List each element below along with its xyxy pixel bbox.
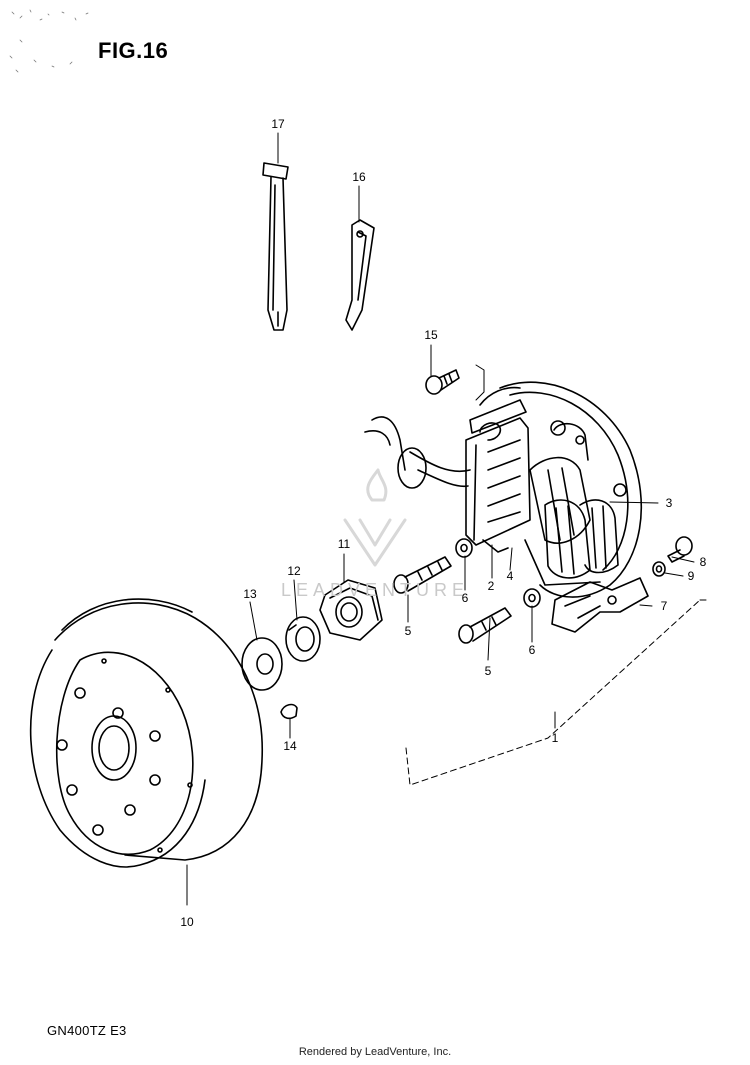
part-5-bolt-upper xyxy=(393,556,452,594)
callout-14: 14 xyxy=(283,739,297,753)
callout-16: 16 xyxy=(352,170,366,184)
part-9-washer xyxy=(652,561,666,577)
callout-3: 3 xyxy=(666,496,673,510)
part-17-wire-strap xyxy=(262,162,289,331)
callout-1: 1 xyxy=(552,731,559,745)
part-16-clamp xyxy=(345,219,375,331)
callout-13: 13 xyxy=(243,587,257,601)
callout-11: 11 xyxy=(338,537,351,551)
part-10-rotor xyxy=(29,598,264,868)
callout-5-upper: 5 xyxy=(405,624,412,638)
part-11-nut xyxy=(319,579,383,641)
footer-credit: Rendered by LeadVenture, Inc. xyxy=(298,1046,452,1058)
callout-15: 15 xyxy=(424,328,438,342)
watermark-logo xyxy=(343,468,407,567)
callout-12: 12 xyxy=(287,564,301,578)
part-13-washer xyxy=(241,637,283,691)
part-6-washer-upper xyxy=(455,538,473,558)
part-7-lead-clamp xyxy=(551,577,649,633)
leader-lines xyxy=(186,132,707,906)
callout-9: 9 xyxy=(688,569,695,583)
part-5-bolt-lower xyxy=(458,607,512,644)
callout-2: 2 xyxy=(488,579,495,593)
callout-10: 10 xyxy=(180,915,194,929)
figure-title: FIG.16 xyxy=(98,38,169,63)
callout-7: 7 xyxy=(661,599,668,613)
part-14-key xyxy=(280,703,298,720)
callout-4: 4 xyxy=(507,569,514,583)
callout-17: 17 xyxy=(271,117,285,131)
part-8-screw xyxy=(667,536,693,563)
callout-6-lower: 6 xyxy=(529,643,536,657)
watermark-text: LEADVENTURE xyxy=(281,580,469,600)
part-6-washer-lower xyxy=(523,588,541,608)
part-12-spring-washer xyxy=(285,616,321,662)
callout-5-lower: 5 xyxy=(485,664,492,678)
callout-8: 8 xyxy=(700,555,707,569)
callout-6-upper: 6 xyxy=(462,591,469,605)
part-15-screw xyxy=(425,369,460,395)
part-1-stator-assembly xyxy=(364,381,643,598)
model-label: GN400TZ E3 xyxy=(47,1023,127,1038)
scan-noise xyxy=(9,9,89,73)
